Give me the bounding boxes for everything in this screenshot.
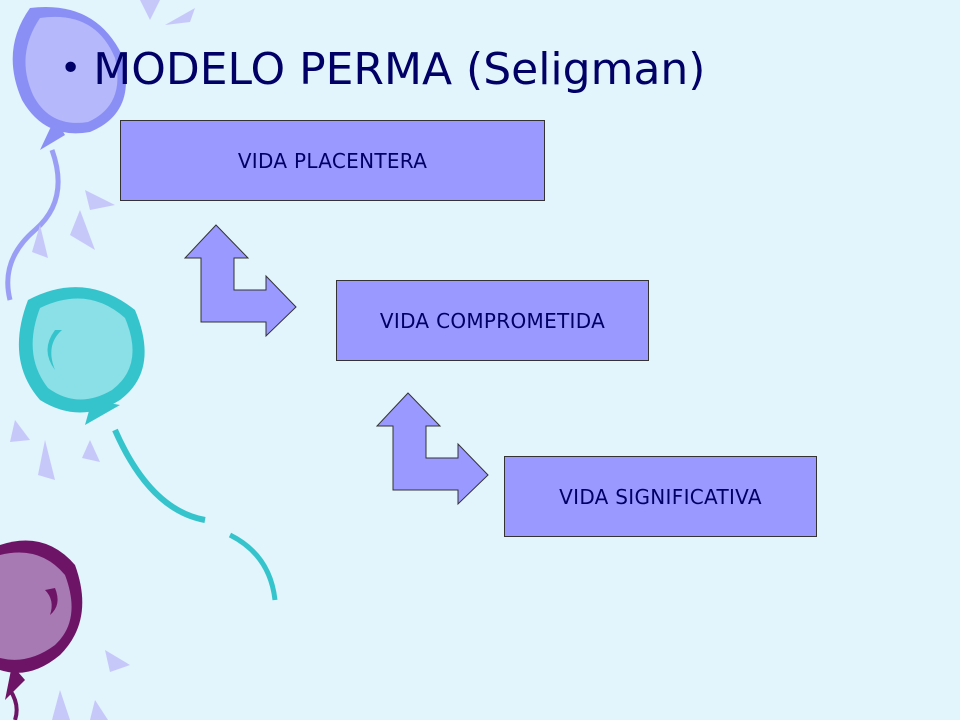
purple-balloon-icon — [0, 540, 130, 720]
node-label: VIDA COMPROMETIDA — [379, 308, 606, 333]
bent-double-arrow-icon — [375, 392, 489, 506]
node-label: VIDA SIGNIFICATIVA — [559, 484, 762, 509]
node-vida-placentera: VIDA PLACENTERA — [120, 120, 545, 201]
bullet-icon: • — [60, 48, 82, 89]
node-label: VIDA PLACENTERA — [237, 148, 428, 173]
bent-double-arrow-icon — [183, 224, 297, 338]
slide-title-text: MODELO PERMA (Seligman) — [93, 44, 706, 95]
node-vida-significativa: VIDA SIGNIFICATIVA — [504, 456, 817, 537]
node-vida-comprometida: VIDA COMPROMETIDA — [336, 280, 649, 361]
teal-balloon-icon — [10, 287, 278, 601]
slide-title: • MODELO PERMA (Seligman) — [60, 44, 705, 95]
lavender-balloon-icon — [5, 0, 195, 301]
